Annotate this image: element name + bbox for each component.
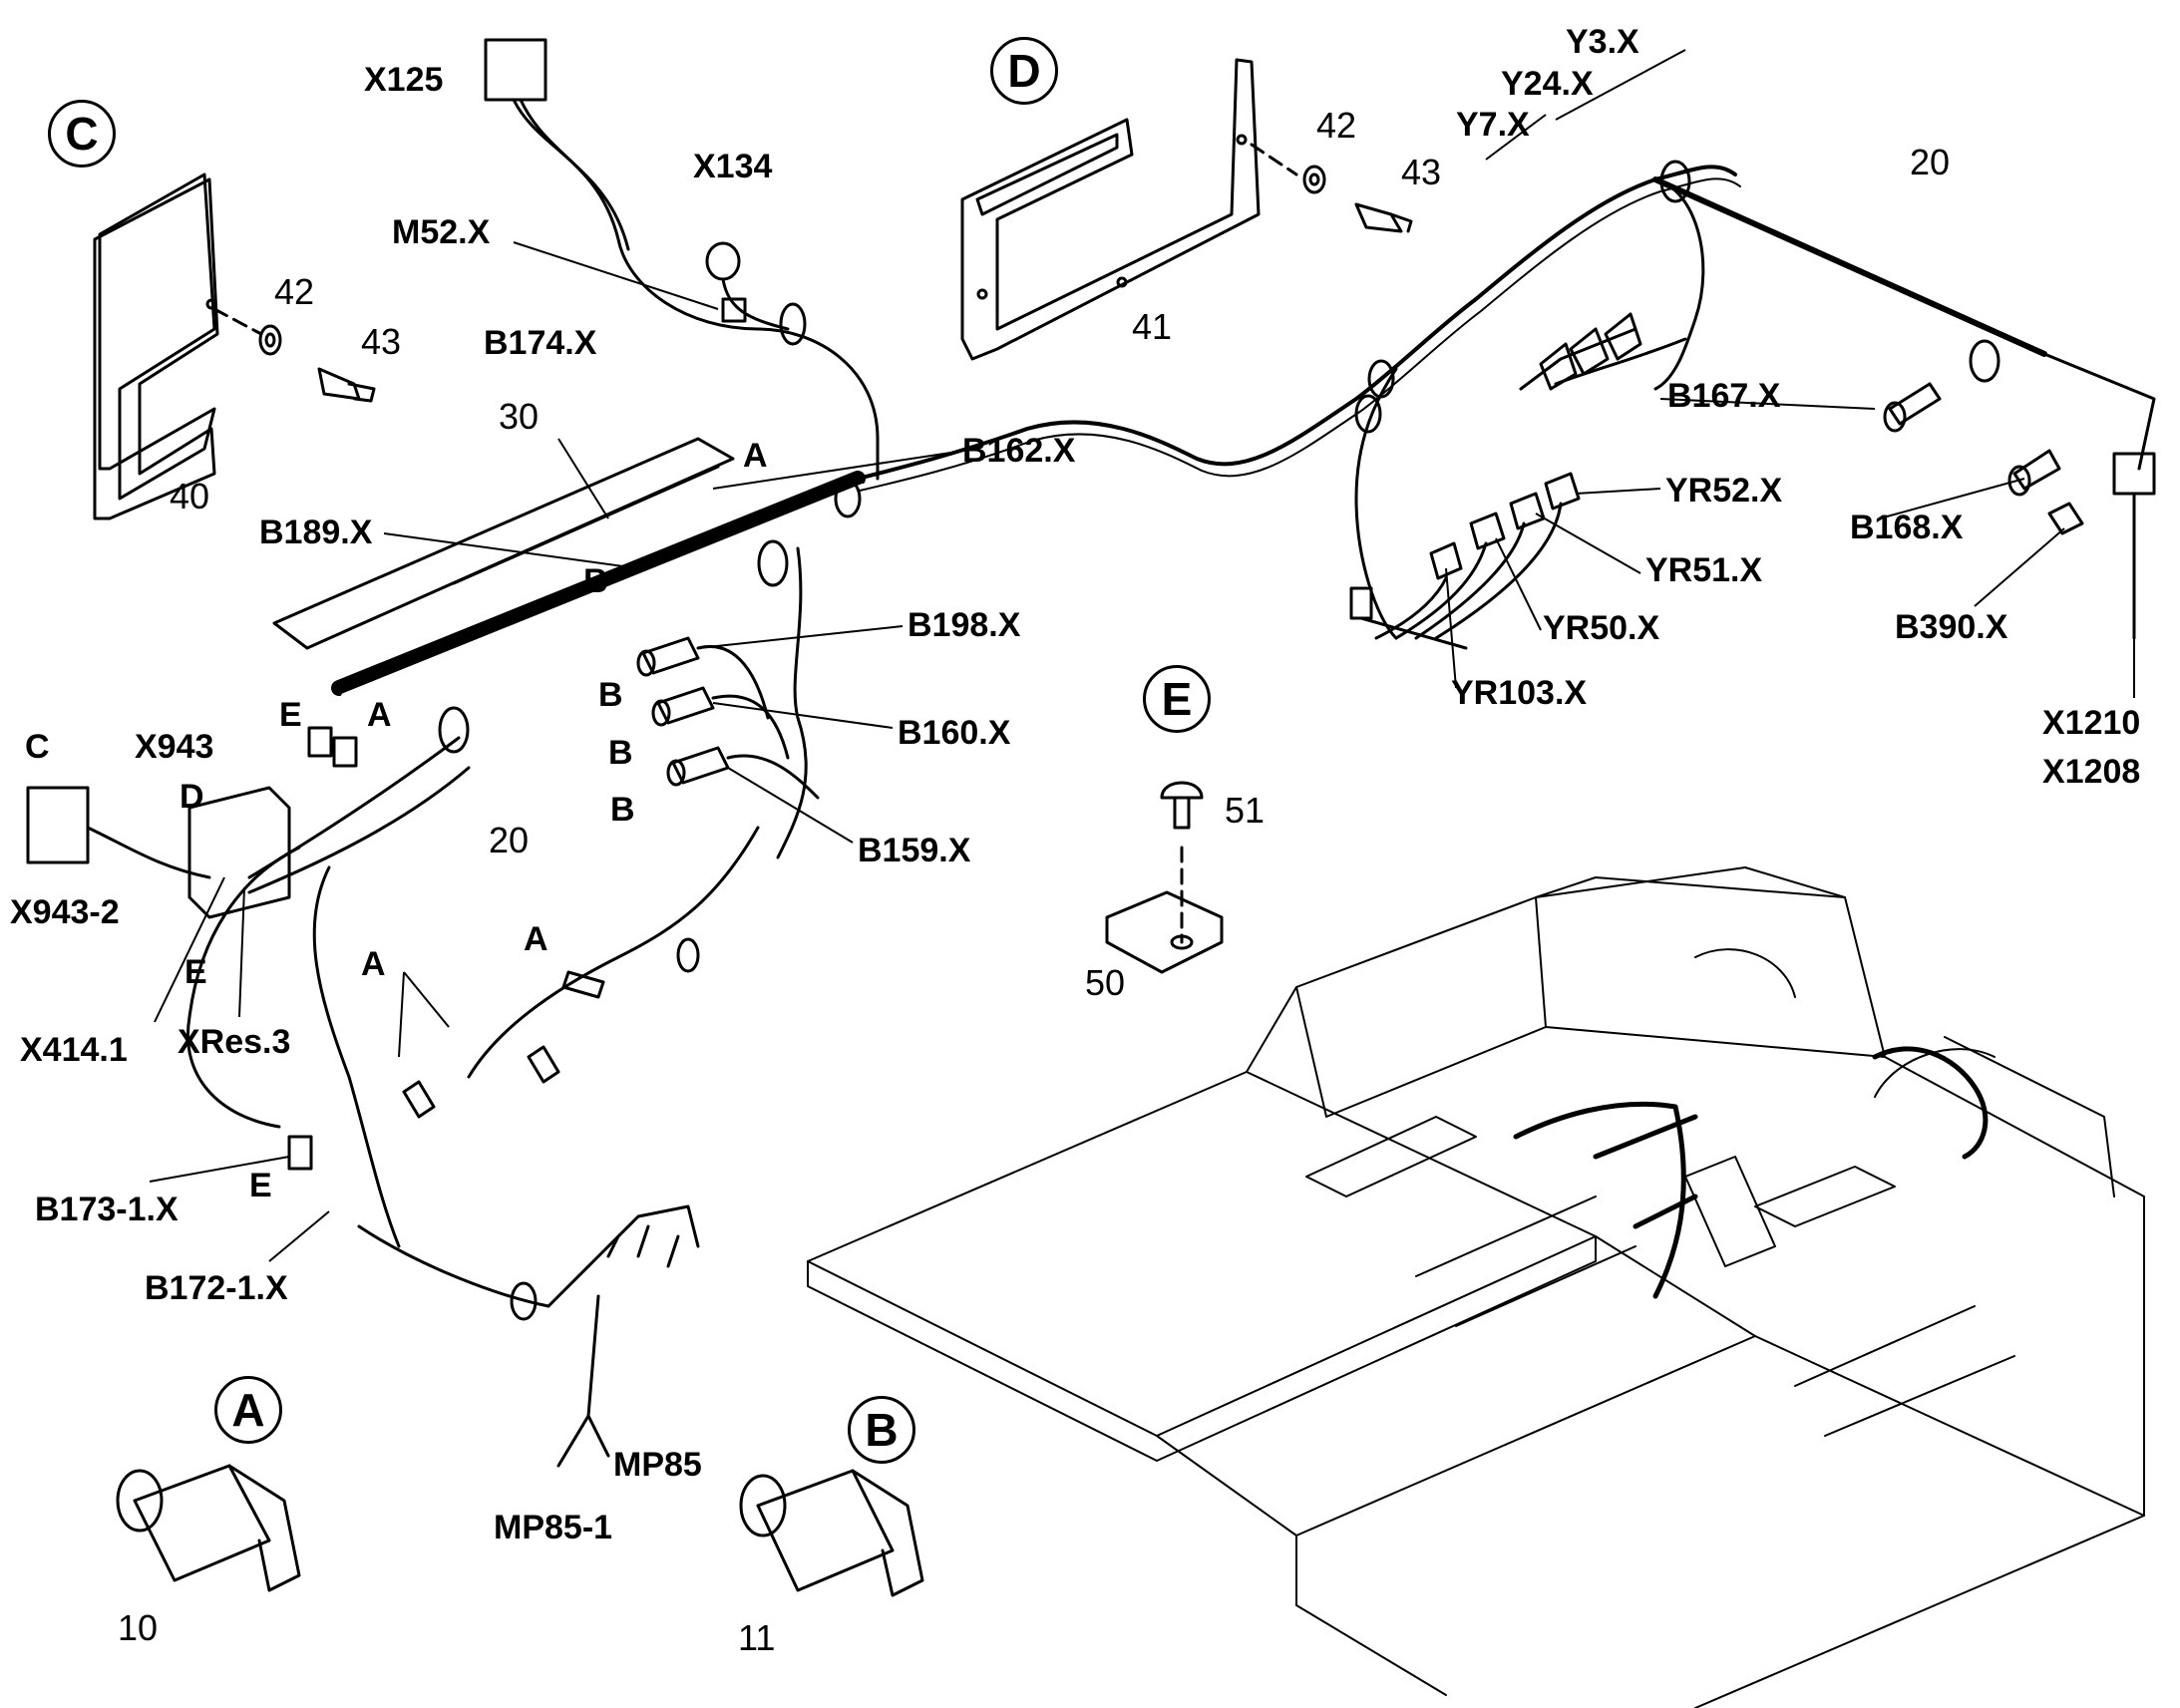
label-b167: B167.X [1667, 377, 1781, 415]
item-41: 41 [1132, 306, 1173, 347]
washer-42-c [258, 324, 282, 356]
screw-43-d [1354, 202, 1413, 233]
view-a-circle: A [214, 1376, 282, 1444]
connector-x943-2 [26, 786, 90, 864]
item-43-d: 43 [1401, 152, 1442, 192]
y-connector-group [1519, 312, 1687, 391]
item-51: 51 [1225, 790, 1266, 831]
label-x1210: X1210 [2042, 704, 2141, 742]
ref-e-left: E [184, 953, 207, 991]
sensor-b198 [636, 636, 700, 677]
label-x125: X125 [364, 61, 444, 99]
sensor-b168 [2007, 449, 2061, 497]
label-b168: B168.X [1850, 509, 1964, 546]
sensor-b159 [666, 746, 730, 787]
lower-harness [186, 826, 760, 1468]
label-x943: X943 [135, 728, 214, 766]
machine-frame [807, 866, 2145, 1708]
ref-a-low: A [361, 945, 386, 983]
ref-b-board: B [583, 562, 608, 600]
item-10: 10 [118, 1607, 159, 1648]
ref-c: C [25, 728, 50, 766]
label-x943-2: X943-2 [10, 893, 120, 931]
item-40: 40 [170, 476, 210, 516]
item-20-left: 20 [489, 820, 530, 860]
label-mp85-1: MP85-1 [494, 1509, 613, 1546]
main-harness-20 [331, 165, 1741, 754]
ref-a-left: A [367, 696, 392, 734]
item-20-right: 20 [1910, 142, 1951, 182]
ref-a-board: A [743, 437, 768, 475]
label-b173: B173-1.X [35, 1191, 179, 1228]
label-y7: Y7.X [1456, 106, 1530, 144]
ref-b-160: B [608, 734, 633, 772]
view-d-circle: D [990, 37, 1058, 105]
label-x414: X414.1 [20, 1031, 128, 1069]
label-b162: B162.X [962, 432, 1076, 470]
sensor-b167 [1883, 382, 1942, 433]
label-mp85: MP85 [613, 1446, 702, 1484]
connectors-e [307, 726, 358, 768]
label-xres3: XRes.3 [178, 1023, 291, 1061]
frame-wiring [1513, 1046, 1989, 1299]
ref-a-mid: A [524, 920, 548, 958]
label-m52: M52.X [392, 213, 491, 251]
view-b-circle: B [848, 1396, 915, 1464]
connector-x134 [705, 241, 790, 331]
connector-b390 [2047, 502, 2084, 535]
item-50: 50 [1085, 962, 1126, 1003]
label-b390: B390.X [1895, 608, 2008, 646]
connector-x943 [187, 786, 291, 919]
ref-e-low: E [249, 1167, 272, 1204]
label-yr50: YR50.X [1543, 609, 1660, 647]
label-x134: X134 [693, 148, 773, 185]
label-b174: B174.X [484, 324, 597, 362]
connector-x125 [484, 38, 760, 331]
label-b189: B189.X [259, 513, 373, 551]
label-b160: B160.X [898, 714, 1011, 752]
clip-50 [1105, 890, 1224, 974]
label-yr51: YR51.X [1645, 551, 1763, 589]
sensor-detail-b [739, 1469, 924, 1597]
label-y3: Y3.X [1566, 23, 1639, 61]
label-b159: B159.X [858, 832, 971, 869]
item-11: 11 [738, 1617, 776, 1658]
label-yr103: YR103.X [1451, 674, 1588, 712]
sensor-detail-a [116, 1464, 301, 1592]
connector-x1210 [2112, 452, 2156, 640]
sensor-b160 [651, 686, 715, 727]
view-c-circle: C [48, 100, 116, 168]
item-42-c: 42 [274, 271, 315, 312]
ref-b-159a: B [610, 791, 635, 829]
label-y24: Y24.X [1501, 65, 1594, 103]
item-42-d: 42 [1316, 105, 1357, 146]
label-b198: B198.X [908, 606, 1021, 644]
ref-d: D [180, 778, 204, 816]
item-43-c: 43 [361, 321, 402, 362]
screw-51 [1160, 781, 1204, 830]
item-30: 30 [499, 396, 540, 437]
washer-42-d [1302, 165, 1326, 194]
bracket-41 [960, 58, 1261, 361]
ref-e-top: E [279, 696, 302, 734]
bracket-40 [93, 172, 219, 520]
harness-20-right [1349, 160, 2156, 650]
label-yr52: YR52.X [1665, 472, 1783, 510]
label-x1208: X1208 [2042, 753, 2141, 791]
screw-43-c [317, 367, 376, 403]
label-b172: B172-1.X [145, 1269, 288, 1307]
ref-b-198: B [598, 676, 623, 714]
view-e-circle: E [1143, 665, 1211, 733]
